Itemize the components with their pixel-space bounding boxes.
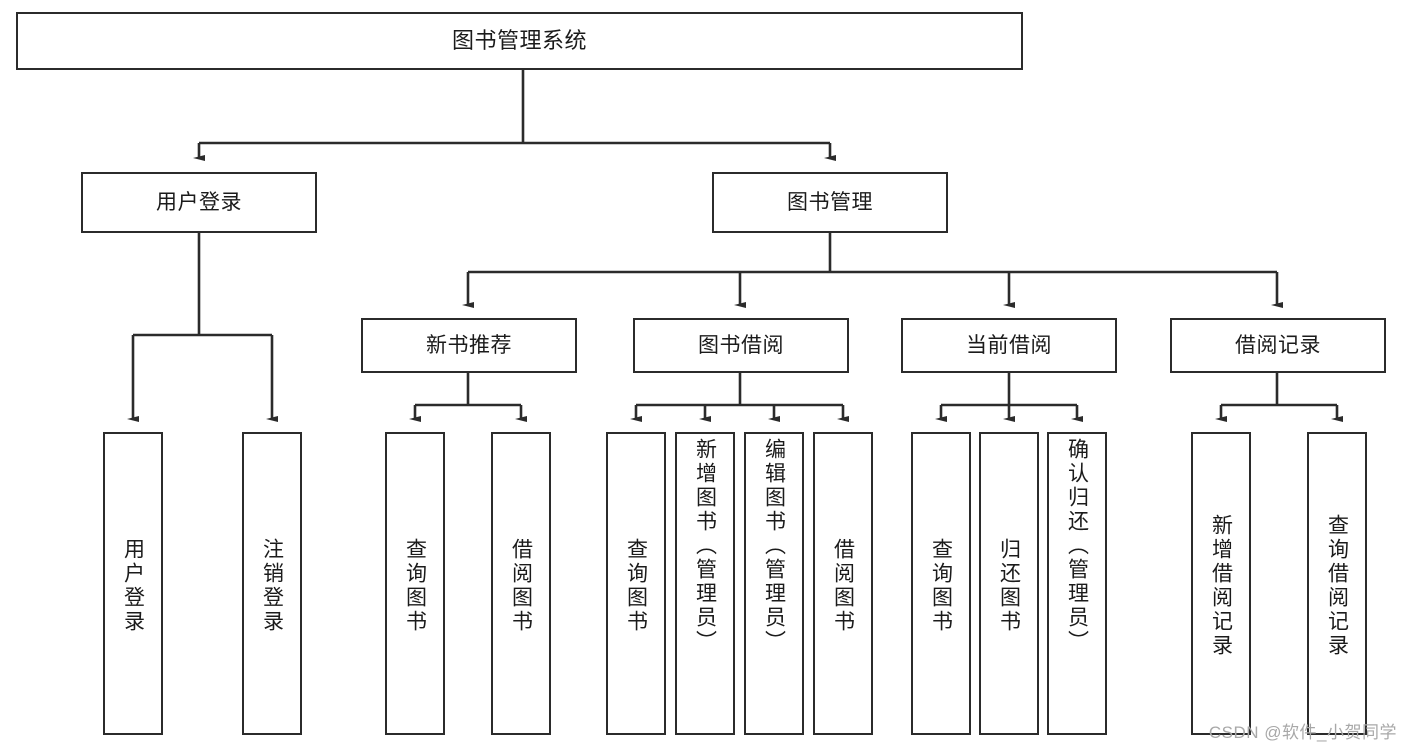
- node-root-system[interactable]: 图书管理系统: [16, 12, 1023, 70]
- leaf-borrow-query-book-label: 查询图书: [624, 537, 648, 634]
- node-user-login[interactable]: 用户登录: [81, 172, 317, 233]
- leaf-new-book-borrow-label: 借阅图书: [509, 537, 533, 634]
- node-new-book-recommend-label: 新书推荐: [426, 333, 512, 357]
- leaf-current-return-book[interactable]: 归还图书: [979, 432, 1039, 735]
- leaf-current-return-book-label: 归还图书: [997, 537, 1021, 634]
- leaf-user-login-signout-label: 注销登录: [260, 537, 284, 634]
- node-book-borrow[interactable]: 图书借阅: [633, 318, 849, 373]
- leaf-current-query-book-label: 查询图书: [929, 537, 953, 634]
- leaf-user-login-signin-label: 用户登录: [121, 537, 145, 634]
- leaf-borrow-borrow-book-label: 借阅图书: [831, 537, 855, 634]
- node-borrow-record-label: 借阅记录: [1235, 333, 1321, 357]
- node-book-management-label: 图书管理: [787, 190, 873, 214]
- leaf-current-confirm-return[interactable]: 确认归还（管理员）: [1047, 432, 1107, 735]
- node-current-borrow[interactable]: 当前借阅: [901, 318, 1117, 373]
- leaf-new-book-query[interactable]: 查询图书: [385, 432, 445, 735]
- leaf-borrow-add-book[interactable]: 新增图书（管理员）: [675, 432, 735, 735]
- leaf-current-confirm-return-label: 确认归还（管理员）: [1065, 438, 1089, 654]
- leaf-user-login-signin[interactable]: 用户登录: [103, 432, 163, 735]
- leaf-borrow-add-book-label: 新增图书（管理员）: [693, 438, 717, 654]
- node-root-system-label: 图书管理系统: [451, 27, 587, 53]
- leaf-record-query[interactable]: 查询借阅记录: [1307, 432, 1367, 735]
- leaf-record-add-label: 新增借阅记录: [1209, 513, 1233, 658]
- leaf-new-book-query-label: 查询图书: [403, 537, 427, 634]
- leaf-borrow-edit-book-label: 编辑图书（管理员）: [762, 438, 786, 654]
- node-book-management[interactable]: 图书管理: [712, 172, 948, 233]
- leaf-current-query-book[interactable]: 查询图书: [911, 432, 971, 735]
- leaf-borrow-query-book[interactable]: 查询图书: [606, 432, 666, 735]
- node-book-borrow-label: 图书借阅: [698, 333, 784, 357]
- leaf-borrow-borrow-book[interactable]: 借阅图书: [813, 432, 873, 735]
- leaf-new-book-borrow[interactable]: 借阅图书: [491, 432, 551, 735]
- node-user-login-label: 用户登录: [156, 190, 242, 214]
- node-current-borrow-label: 当前借阅: [966, 333, 1052, 357]
- node-new-book-recommend[interactable]: 新书推荐: [361, 318, 577, 373]
- node-borrow-record[interactable]: 借阅记录: [1170, 318, 1386, 373]
- leaf-borrow-edit-book[interactable]: 编辑图书（管理员）: [744, 432, 804, 735]
- leaf-record-query-label: 查询借阅记录: [1325, 513, 1349, 658]
- leaf-user-login-signout[interactable]: 注销登录: [242, 432, 302, 735]
- leaf-record-add[interactable]: 新增借阅记录: [1191, 432, 1251, 735]
